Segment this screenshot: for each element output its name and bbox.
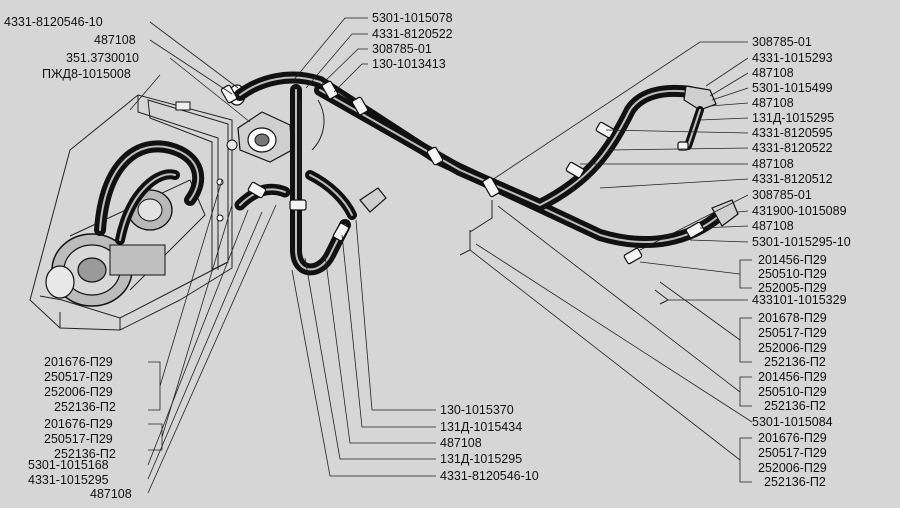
label-rg-15: 252006-П29 bbox=[758, 461, 827, 475]
label-bl-10: 487108 bbox=[90, 487, 132, 501]
label-rt-1: 308785-01 bbox=[752, 35, 812, 49]
label-tc-2: 4331-8120522 bbox=[372, 27, 453, 41]
label-bl-4: 252136-П2 bbox=[54, 400, 116, 414]
label-bl-2: 250517-П29 bbox=[44, 370, 113, 384]
label-rg-3: 252005-П29 bbox=[758, 281, 827, 295]
label-rg-10: 250510-П29 bbox=[758, 385, 827, 399]
label-rg-1: 201456-П29 bbox=[758, 253, 827, 267]
label-bl-9: 4331-1015295 bbox=[28, 473, 109, 487]
label-left-3: 351.3730010 bbox=[66, 51, 139, 65]
label-bl-6: 250517-П29 bbox=[44, 432, 113, 446]
heater-unit-drawing bbox=[29, 94, 238, 331]
label-rg-7: 252006-П29 bbox=[758, 341, 827, 355]
label-rt-4: 5301-1015499 bbox=[752, 81, 833, 95]
hose-clamps bbox=[220, 80, 705, 265]
label-rt-8: 4331-8120522 bbox=[752, 141, 833, 155]
label-tc-3: 308785-01 bbox=[372, 42, 432, 56]
label-rt-7: 4331-8120595 bbox=[752, 126, 833, 140]
label-bl-3: 252006-П29 bbox=[44, 385, 113, 399]
label-rt-6: 131Д-1015295 bbox=[752, 111, 834, 125]
label-rg-13: 201676-П29 bbox=[758, 431, 827, 445]
label-rg-14: 250517-П29 bbox=[758, 446, 827, 460]
label-bl-5: 201676-П29 bbox=[44, 417, 113, 431]
label-bc-1: 130-1015370 bbox=[440, 403, 514, 417]
label-rt-5: 487108 bbox=[752, 96, 794, 110]
label-rt-3: 487108 bbox=[752, 66, 794, 80]
label-bl-7: 252136-П2 bbox=[54, 447, 116, 461]
label-rt-2: 4331-1015293 bbox=[752, 51, 833, 65]
label-bc-2: 131Д-1015434 bbox=[440, 420, 522, 434]
label-rg-9: 201456-П29 bbox=[758, 370, 827, 384]
label-rt-12: 431900-1015089 bbox=[752, 204, 847, 218]
label-rg-12: 5301-1015084 bbox=[752, 415, 833, 429]
part-labels: 4331-8120546-10 487108 351.3730010 ПЖД8-… bbox=[4, 11, 851, 501]
label-tc-1: 5301-1015078 bbox=[372, 11, 453, 25]
label-rg-8: 252136-П2 bbox=[764, 355, 826, 369]
label-bc-4: 131Д-1015295 bbox=[440, 452, 522, 466]
label-rt-14: 5301-1015295-10 bbox=[752, 235, 851, 249]
label-bc-5: 4331-8120546-10 bbox=[440, 469, 539, 483]
label-rg-6: 250517-П29 bbox=[758, 326, 827, 340]
leader-lines bbox=[129, 17, 753, 494]
label-left-4: ПЖД8-1015008 bbox=[42, 67, 131, 81]
label-rt-13: 487108 bbox=[752, 219, 794, 233]
label-left-2: 487108 bbox=[94, 33, 136, 47]
label-bl-1: 201676-П29 bbox=[44, 355, 113, 369]
label-rg-4: 433101-1015329 bbox=[752, 293, 847, 307]
label-rg-5: 201678-П29 bbox=[758, 311, 827, 325]
label-rg-2: 250510-П29 bbox=[758, 267, 827, 281]
label-rg-11: 252136-П2 bbox=[764, 399, 826, 413]
label-bc-3: 487108 bbox=[440, 436, 482, 450]
label-bl-8: 5301-1015168 bbox=[28, 458, 109, 472]
label-rt-10: 4331-8120512 bbox=[752, 172, 833, 186]
label-left-1: 4331-8120546-10 bbox=[4, 15, 103, 29]
label-rt-11: 308785-01 bbox=[752, 188, 812, 202]
label-rt-9: 487108 bbox=[752, 157, 794, 171]
label-rg-16: 252136-П2 bbox=[764, 475, 826, 489]
label-tc-4: 130-1013413 bbox=[372, 57, 446, 71]
